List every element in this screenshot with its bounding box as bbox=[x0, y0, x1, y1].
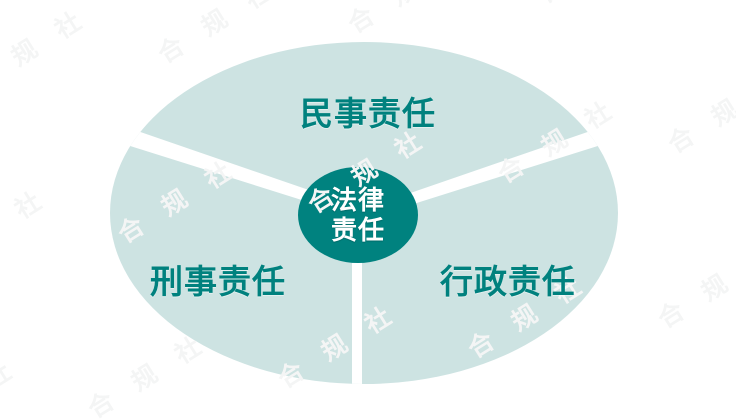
segment-label-civil[interactable]: 民事责任 bbox=[300, 95, 436, 132]
segment-label-administrative[interactable]: 行政责任 bbox=[440, 263, 576, 300]
segment-label-criminal[interactable]: 刑事责任 bbox=[150, 263, 286, 300]
divider-upper-left bbox=[110, 116, 364, 218]
divider-upper-right bbox=[364, 116, 618, 218]
hub-ellipse bbox=[298, 167, 418, 263]
hub-label-line-1: 法律 bbox=[330, 184, 385, 215]
hub-label[interactable]: 法律 责任 bbox=[298, 172, 418, 258]
hub-label-line-2: 责任 bbox=[330, 215, 385, 245]
